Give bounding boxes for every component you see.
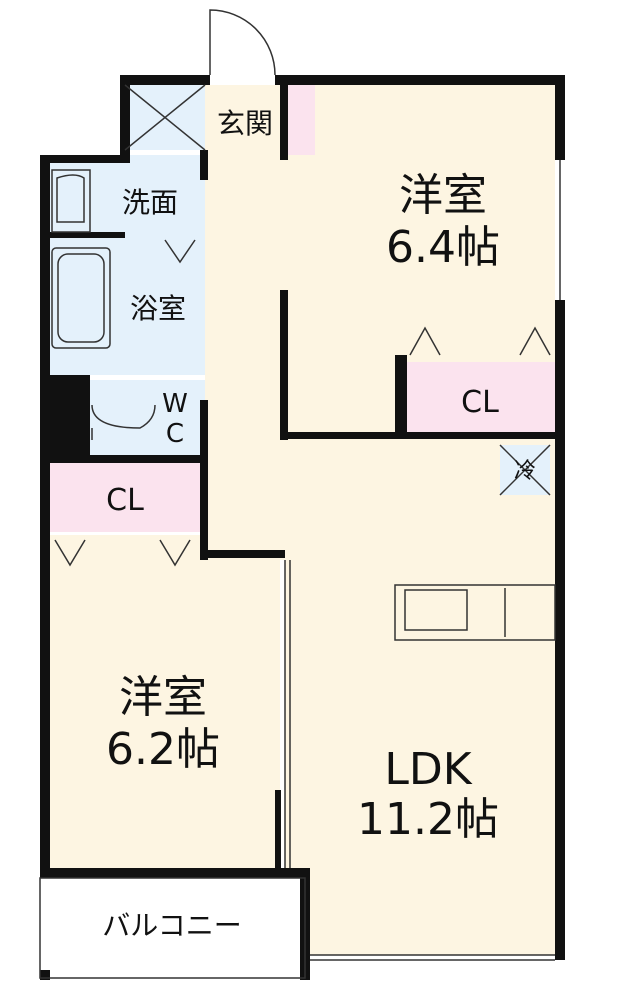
walls [40,75,565,980]
yokushitsu-floor [50,240,205,375]
yokushitsu-label: 浴室 [130,292,186,325]
senmen-label: 洗面 [122,186,178,219]
closet-a-floor [405,362,555,435]
fridge-label: 冷 [514,459,536,484]
genkan-pink [285,85,315,155]
closet-a-label: CL [461,385,499,420]
balcony-label: バルコニー [102,909,241,942]
balcony-floor [40,878,305,978]
wc-w-label: W [162,389,188,419]
ldk-size: 11.2帖 [357,794,499,845]
wc-c-label: C [166,419,184,449]
closet-b-label: CL [106,483,144,518]
yoshitsu-b-size: 6.2帖 [106,724,220,775]
wc-floor [88,380,205,455]
genkan-floor [205,85,285,155]
details [39,9,561,979]
yoshitsu-b-floor [50,535,280,870]
closet-b-floor [50,462,205,532]
senmen-floor [50,155,205,240]
yoshitsu-b-name: 洋室 [119,672,207,723]
yoshitsu-a-name: 洋室 [399,170,487,221]
ldk-name: LDK [384,744,472,795]
hallway-floor [205,85,285,560]
ldk-floor [285,437,555,955]
yoshitsu-a-size: 6.4帖 [386,222,500,273]
genkan-label: 玄関 [217,107,273,140]
